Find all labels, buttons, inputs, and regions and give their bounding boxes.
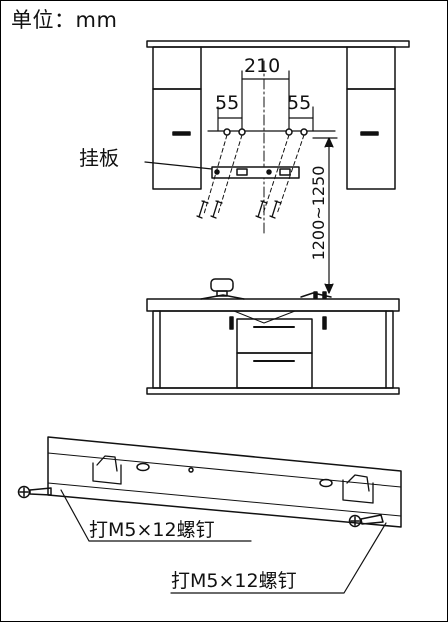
mounting-holes bbox=[223, 128, 308, 136]
hanging-plate bbox=[144, 161, 300, 179]
dimension-right-label: 55 bbox=[287, 92, 312, 114]
dimension-55-left bbox=[217, 106, 243, 132]
dimension-height-label: 1200~1250 bbox=[309, 165, 328, 261]
counter-top bbox=[146, 298, 400, 395]
wall-cabinet bbox=[146, 40, 410, 190]
dimension-center-label: 210 bbox=[244, 55, 281, 77]
stove bbox=[200, 278, 332, 300]
dimension-height bbox=[312, 137, 338, 294]
unit-label: 单位：mm bbox=[11, 8, 118, 32]
screw-label-2: 打M5×12螺钉 bbox=[171, 570, 297, 592]
screw-label-1: 打M5×12螺钉 bbox=[89, 519, 215, 541]
plate-detail bbox=[47, 436, 402, 528]
hanging-plate-label: 挂板 bbox=[79, 146, 119, 170]
dimension-210 bbox=[241, 70, 290, 132]
cabinet-doors bbox=[159, 310, 387, 389]
dimension-left-label: 55 bbox=[215, 92, 240, 114]
dimension-55-right bbox=[288, 106, 314, 132]
top-screws bbox=[196, 134, 305, 219]
detail-screw-left bbox=[17, 485, 52, 499]
leaders bbox=[60, 489, 387, 594]
detail-screw-right bbox=[348, 514, 384, 528]
